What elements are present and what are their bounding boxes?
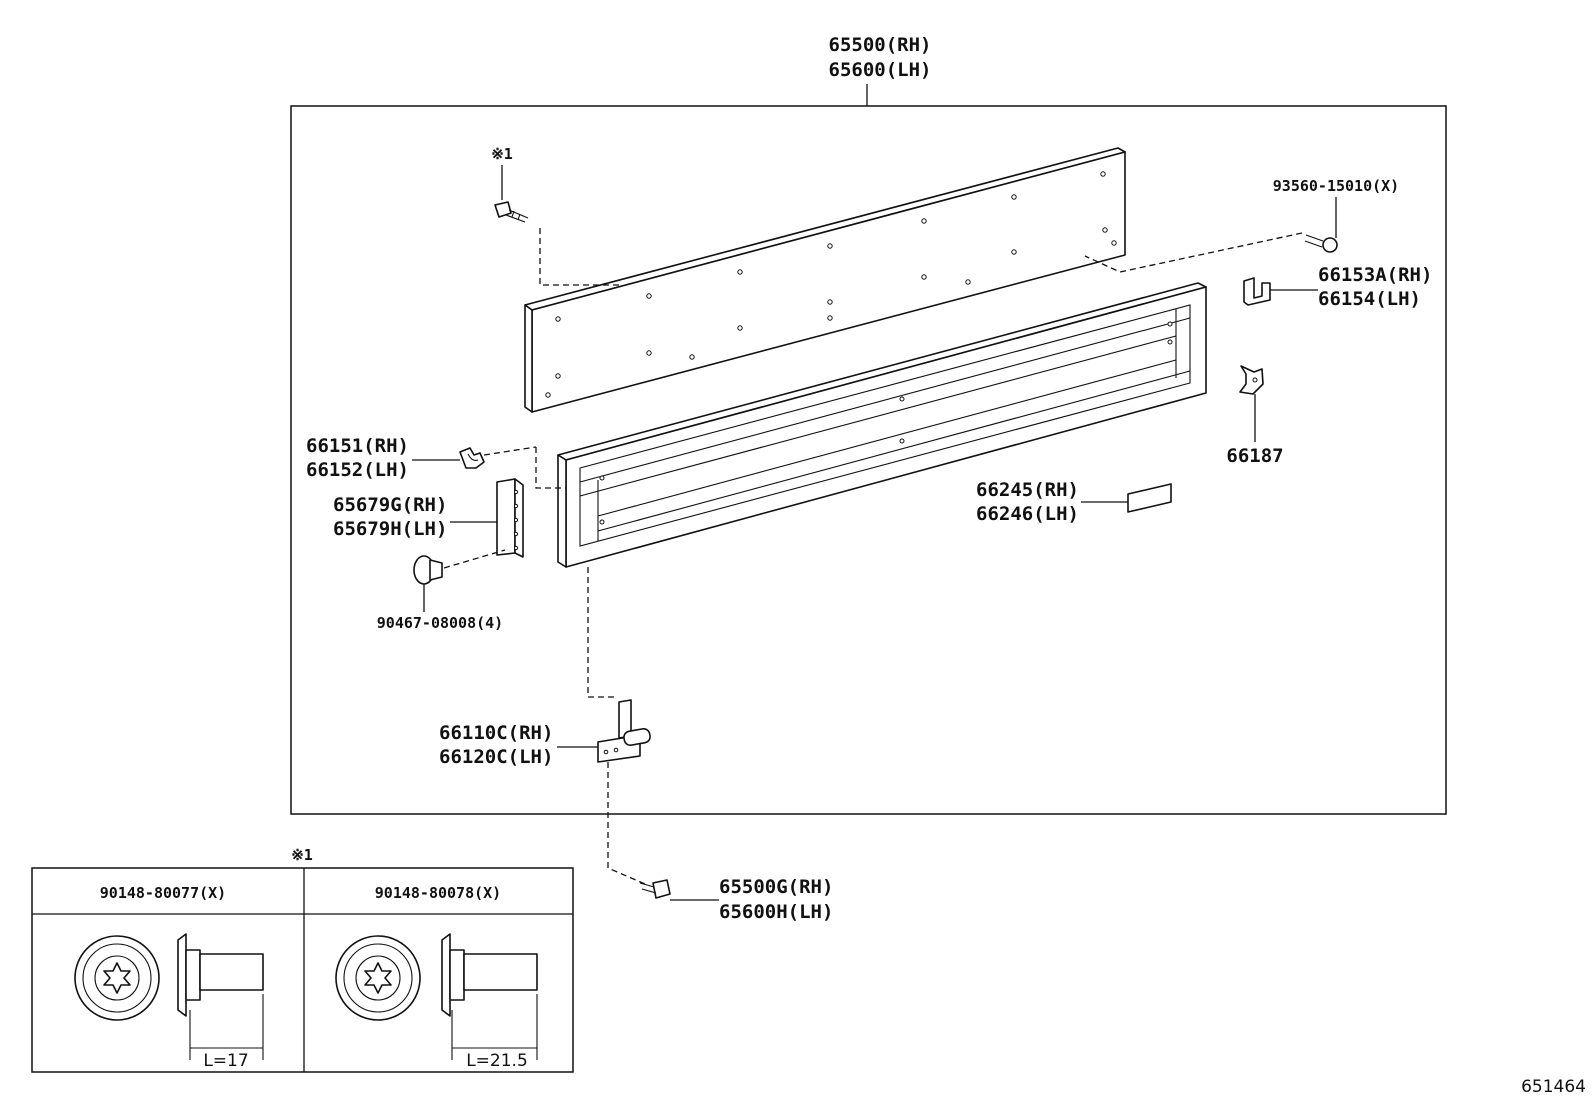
rivet-label: 90467-08008(4) <box>377 614 503 632</box>
clip-dash-2 <box>535 447 566 489</box>
bottom-bolt-label-lh: 65600H(LH) <box>719 901 833 923</box>
diagram-id: 651464 <box>1521 1077 1586 1097</box>
screw-dash-line <box>539 228 620 286</box>
hook-icon <box>1243 277 1271 306</box>
inset-note-mark: ※1 <box>291 846 313 864</box>
nameplate-icon <box>1127 483 1172 513</box>
inset-col2-length: L=21.5 <box>466 1051 528 1071</box>
brace-label-rh: 65679G(RH) <box>333 494 447 516</box>
bolt-93560-dash <box>1084 232 1303 273</box>
bottom-bolt-label-rh: 65500G(RH) <box>719 876 833 898</box>
bottom-bolt-icon <box>639 879 671 899</box>
bolt-93560-label: 93560-15010(X) <box>1273 177 1399 195</box>
brace-icon <box>496 478 524 558</box>
bracket-icon <box>1239 365 1264 395</box>
inset-col2-part: 90148-80078(X) <box>375 884 501 902</box>
torx-bolt-icon <box>74 933 264 1060</box>
assembly-label-lh: 65600(LH) <box>829 59 932 81</box>
bolt-icon <box>1304 234 1338 253</box>
lower-frame-panel <box>557 282 1207 568</box>
hinge-dash <box>587 567 614 698</box>
inset-col1-part: 90148-80077(X) <box>100 884 226 902</box>
clip-icon <box>459 447 485 469</box>
inset-col1-length: L=17 <box>203 1051 248 1071</box>
hinge-label-lh: 66120C(LH) <box>439 746 553 768</box>
clip-dash-1 <box>483 446 537 456</box>
bracket-label: 66187 <box>1226 445 1283 467</box>
hinge-label-rh: 66110C(RH) <box>439 722 553 744</box>
brace-dash <box>443 549 506 569</box>
bolt-bottom-dash <box>607 762 646 885</box>
assembly-frame <box>290 105 1447 815</box>
hinge-icon <box>597 699 651 763</box>
screw-icon <box>494 201 529 223</box>
hook-label-rh: 66153A(RH) <box>1318 264 1432 286</box>
plate-label-rh: 66245(RH) <box>976 479 1079 501</box>
hook-label-lh: 66154(LH) <box>1318 288 1421 310</box>
brace-label-lh: 65679H(LH) <box>333 518 447 540</box>
torx-bolt-icon-long <box>335 933 538 1060</box>
clip-label-rh: 66151(RH) <box>306 435 409 457</box>
screw-note-mark: ※1 <box>491 145 513 163</box>
inset-table <box>31 867 574 1073</box>
clip-label-lh: 66152(LH) <box>306 459 409 481</box>
rivet-icon <box>413 555 443 585</box>
plate-label-lh: 66246(LH) <box>976 503 1079 525</box>
upper-panel <box>524 147 1126 413</box>
assembly-label-rh: 65500(RH) <box>829 34 932 56</box>
